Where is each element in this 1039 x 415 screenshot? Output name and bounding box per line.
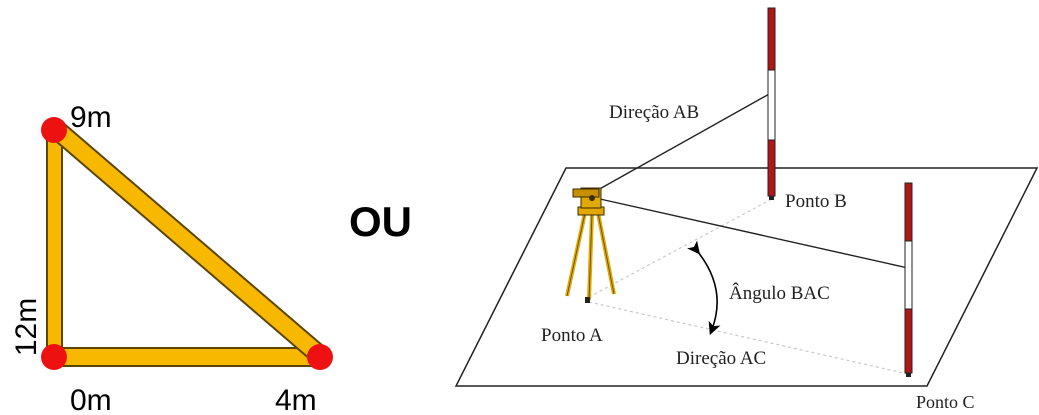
label-direction-ac: Direção AC xyxy=(676,348,766,369)
label-0m: 0m xyxy=(70,384,112,415)
hypotenuse-beam xyxy=(48,120,332,368)
label-angle-bac: Ângulo BAC xyxy=(729,282,830,304)
label-point-b: Ponto B xyxy=(785,191,847,212)
label-12m: 12m xyxy=(10,298,43,356)
horizontal-beam xyxy=(55,347,319,367)
line-a-to-b-ground xyxy=(588,199,771,298)
survey-pole-icon xyxy=(767,7,776,200)
label-point-c: Ponto C xyxy=(916,392,975,412)
label-4m: 4m xyxy=(275,384,317,415)
triangle-diagram: 9m 12m 0m 4m xyxy=(10,101,333,415)
ground-plane xyxy=(454,167,1039,387)
sight-line-ac xyxy=(599,198,909,269)
label-9m: 9m xyxy=(70,101,112,134)
sight-line-ab xyxy=(595,92,772,192)
survey-diagram: Direção AB Ponto B Ângulo BAC Ponto A Di… xyxy=(454,7,1039,412)
ou-separator: OU xyxy=(349,198,412,245)
theodolite-icon xyxy=(565,187,616,303)
angle-arc xyxy=(687,240,721,335)
line-a-to-c-ground xyxy=(588,301,909,375)
label-direction-ab: Direção AB xyxy=(609,102,699,123)
vertex-bottom-left xyxy=(41,344,67,370)
vertex-top xyxy=(41,117,67,143)
survey-pole-icon xyxy=(904,182,913,377)
vertical-beam xyxy=(46,131,63,359)
vertex-bottom-right xyxy=(307,344,333,370)
label-point-a: Ponto A xyxy=(541,325,603,346)
